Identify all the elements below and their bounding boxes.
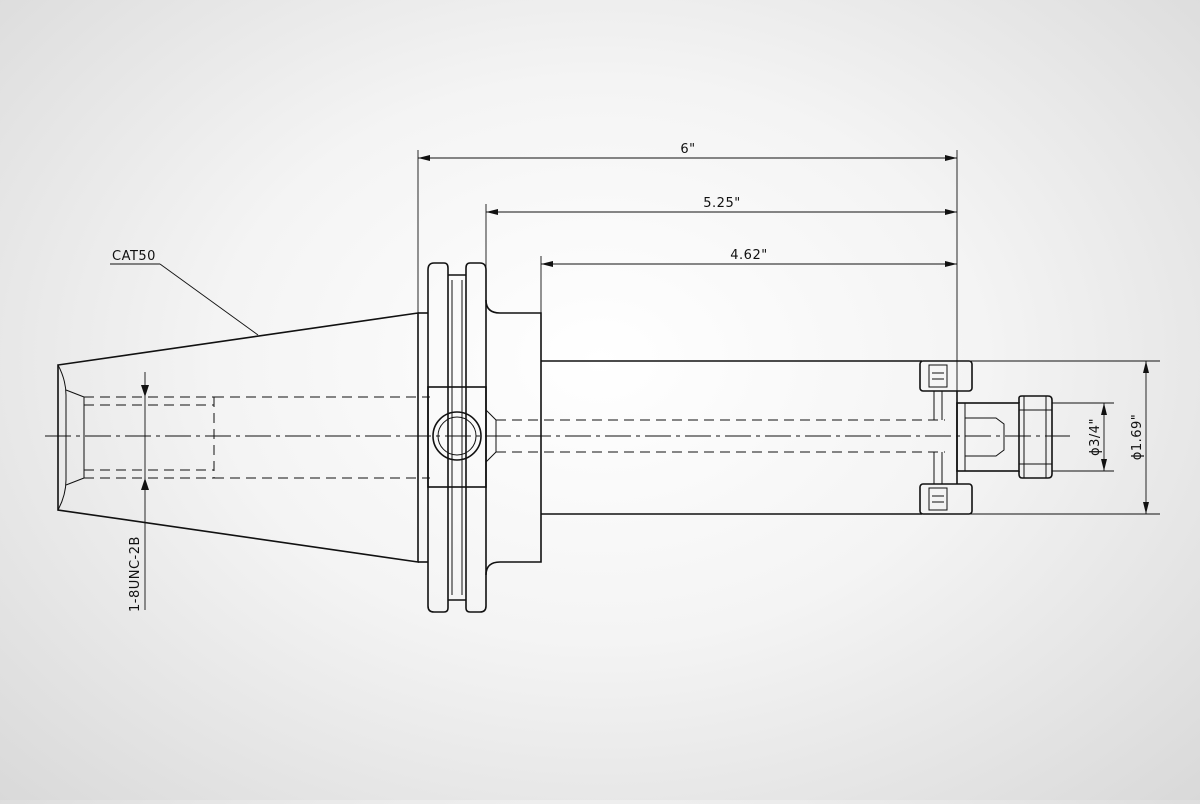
clamp-head [919,360,973,515]
dim-label-shank: 4.62" [730,248,767,263]
v-flange [427,262,497,613]
dim-label-overall: 6" [680,142,695,157]
dim-label-bore-diameter: ϕ3/4" [1088,418,1103,456]
collet-nut [956,395,1053,479]
dimension-lines [110,150,1160,610]
flange-collar [485,299,542,576]
thread-label: 1-8UNC-2B [128,536,143,612]
thread-bore-hidden [84,396,430,479]
taper-label: CAT50 [112,249,156,264]
dim-label-from-flange: 5.25" [703,196,740,211]
taper-cone [57,312,428,563]
dim-label-body-diameter: ϕ1.69" [1130,414,1145,461]
shank-body [496,360,945,515]
